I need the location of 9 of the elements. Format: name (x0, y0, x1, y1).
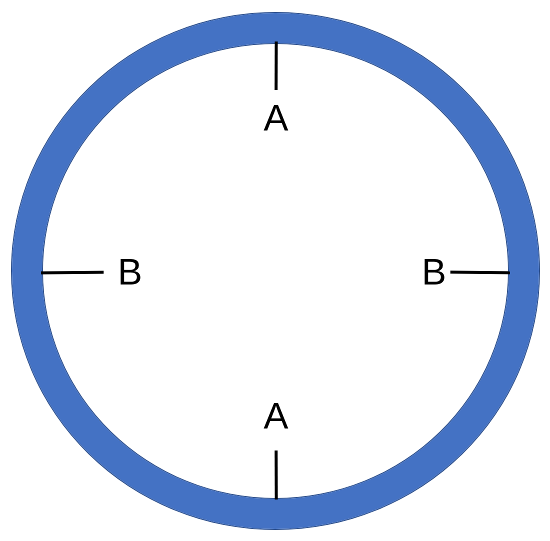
point-label: B (118, 254, 142, 290)
point-label: A (264, 99, 288, 136)
ring (12, 12, 539, 528)
leader-line (274, 42, 278, 90)
leader-line (41, 270, 104, 274)
point-label: A (264, 398, 288, 434)
leader-line (274, 450, 278, 500)
leader-line (450, 270, 510, 274)
point-label: B (422, 254, 446, 290)
